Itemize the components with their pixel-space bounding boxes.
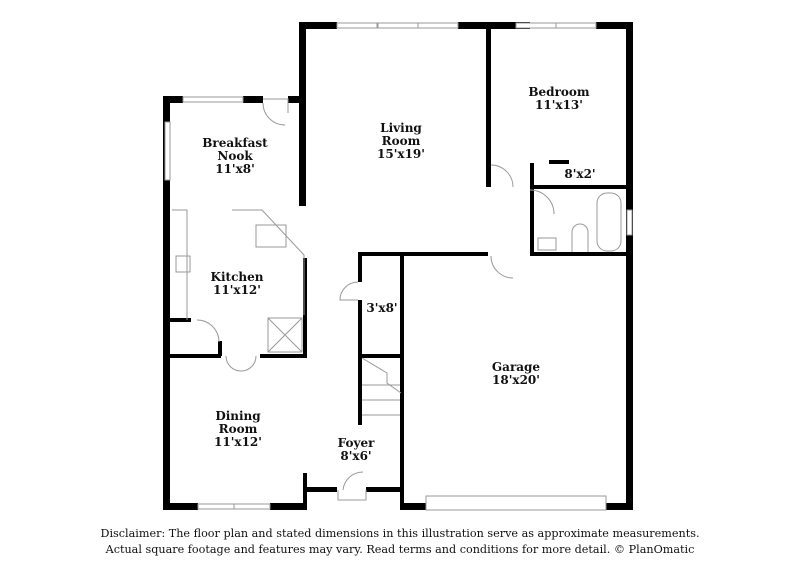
room-name: Garage <box>491 360 541 374</box>
room-name: Dining <box>215 409 261 423</box>
room-name: Living <box>380 121 422 135</box>
room-dims: 8'x6' <box>340 449 372 463</box>
walls <box>163 22 633 510</box>
room-name: Breakfast <box>202 136 268 150</box>
room-name: Nook <box>217 149 253 163</box>
room-name: Bedroom <box>528 85 590 99</box>
windows <box>164 22 633 511</box>
room-name: Room <box>218 422 258 436</box>
room-name: Foyer <box>337 436 375 450</box>
room-label-breakfast-nook: Breakfast Nook 11'x8' <box>202 137 267 176</box>
room-dims: 11'x13' <box>535 98 583 112</box>
room-dims: 11'x8' <box>215 162 255 176</box>
room-label-bedroom-closet: 8'x2' <box>564 168 595 181</box>
room-name: Room <box>381 134 421 148</box>
room-label-bedroom: Bedroom 11'x13' <box>528 86 589 112</box>
room-label-kitchen: Kitchen 11'x12' <box>211 271 264 297</box>
room-dims: 15'x19' <box>377 147 425 161</box>
room-label-foyer: Foyer 8'x6' <box>338 437 375 463</box>
disclaimer: Disclaimer: The floor plan and stated di… <box>0 526 800 558</box>
room-dims: 8'x2' <box>564 167 596 181</box>
room-label-foyer-closet: 3'x8' <box>366 302 397 315</box>
room-name: Kitchen <box>210 270 264 284</box>
room-dims: 3'x8' <box>366 301 398 315</box>
fixtures <box>172 98 622 501</box>
disclaimer-line-2: Actual square footage and features may v… <box>105 543 695 556</box>
room-label-living-room: Living Room 15'x19' <box>377 122 425 161</box>
room-dims: 11'x12' <box>213 283 261 297</box>
room-label-dining-room: Dining Room 11'x12' <box>214 410 262 449</box>
room-label-garage: Garage 18'x20' <box>492 361 540 387</box>
disclaimer-line-1: Disclaimer: The floor plan and stated di… <box>100 527 700 540</box>
room-dims: 11'x12' <box>214 435 262 449</box>
room-dims: 18'x20' <box>492 373 540 387</box>
